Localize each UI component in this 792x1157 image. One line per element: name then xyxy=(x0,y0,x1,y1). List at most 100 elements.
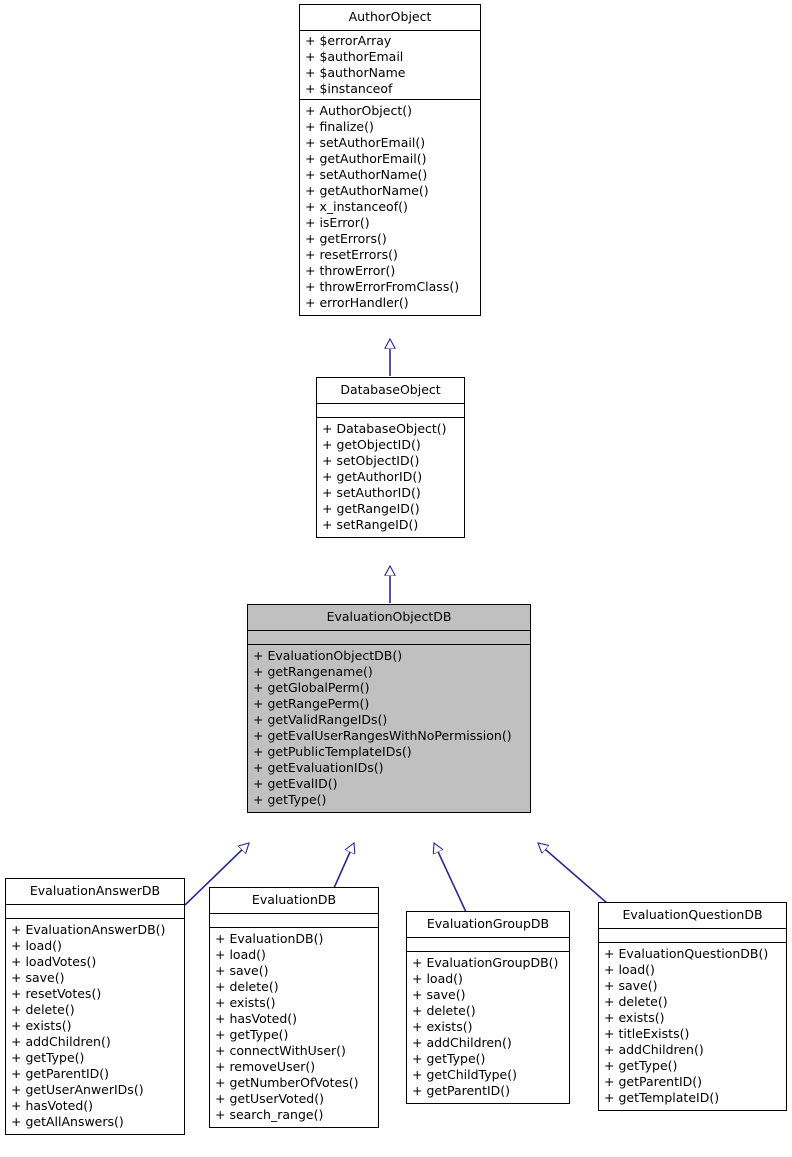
attribute-row: + $errorArray xyxy=(305,32,392,48)
operation-row: + getUserVoted() xyxy=(215,1090,324,1106)
operation-row: + getRangename() xyxy=(253,663,373,679)
operation-row: + getAuthorID() xyxy=(322,468,423,484)
class-operations-authorobject: + AuthorObject() + finalize() + setAutho… xyxy=(300,100,480,315)
operation-row: + getType() xyxy=(253,791,327,807)
operation-row: + search_range() xyxy=(215,1106,324,1122)
operation-row: + AuthorObject() xyxy=(305,102,412,118)
class-box-evaluationanswerdb[interactable]: EvaluationAnswerDB + EvaluationAnswerDB(… xyxy=(5,878,185,1135)
operation-row: + load() xyxy=(215,946,266,962)
class-title-evaluationquestiondb: EvaluationQuestionDB xyxy=(599,903,786,929)
class-attributes-evaluationdb xyxy=(210,914,378,928)
operation-row: + addChildren() xyxy=(11,1033,111,1049)
operation-row: + setRangeID() xyxy=(322,516,419,532)
operation-row: + throwErrorFromClass() xyxy=(305,278,460,294)
operation-row: + removeUser() xyxy=(215,1058,316,1074)
class-operations-evaluationdb: + EvaluationDB() + load() + save() + del… xyxy=(210,928,378,1127)
operation-row: + getValidRangeIDs() xyxy=(253,711,388,727)
class-attributes-evaluationquestiondb xyxy=(599,929,786,943)
operation-row: + delete() xyxy=(215,978,279,994)
operation-row: + load() xyxy=(412,970,463,986)
operation-row: + DatabaseObject() xyxy=(322,420,447,436)
operation-row: + delete() xyxy=(11,1001,75,1017)
operation-row: + getPublicTemplateIDs() xyxy=(253,743,412,759)
class-operations-databaseobject: + DatabaseObject() + getObjectID() + set… xyxy=(317,418,464,537)
operation-row: + exists() xyxy=(604,1009,665,1025)
operation-row: + setObjectID() xyxy=(322,452,420,468)
operation-row: + hasVoted() xyxy=(215,1010,298,1026)
operation-row: + EvaluationQuestionDB() xyxy=(604,945,769,961)
class-attributes-evaluationobjectdb xyxy=(248,631,530,645)
class-box-evaluationobjectdb[interactable]: EvaluationObjectDB + EvaluationObjectDB(… xyxy=(247,604,531,813)
operation-row: + getParentID() xyxy=(604,1073,703,1089)
operation-row: + getAuthorEmail() xyxy=(305,150,427,166)
operation-row: + getType() xyxy=(215,1026,289,1042)
operation-row: + save() xyxy=(11,969,65,985)
operation-row: + titleExists() xyxy=(604,1025,690,1041)
operation-row: + setAuthorEmail() xyxy=(305,134,426,150)
operation-row: + hasVoted() xyxy=(11,1097,94,1113)
operation-row: + exists() xyxy=(11,1017,72,1033)
class-attributes-authorobject: + $errorArray + $authorEmail + $authorNa… xyxy=(300,31,480,100)
class-operations-evaluationgroupdb: + EvaluationGroupDB() + load() + save() … xyxy=(407,952,569,1103)
operation-row: + load() xyxy=(604,961,655,977)
operation-row: + addChildren() xyxy=(412,1034,512,1050)
operation-row: + getEvalID() xyxy=(253,775,338,791)
operation-row: + setAuthorID() xyxy=(322,484,421,500)
class-box-evaluationdb[interactable]: EvaluationDB + EvaluationDB() + load() +… xyxy=(209,887,379,1128)
operation-row: + getNumberOfVotes() xyxy=(215,1074,359,1090)
operation-row: + getRangeID() xyxy=(322,500,420,516)
operation-row: + getObjectID() xyxy=(322,436,421,452)
class-box-evaluationquestiondb[interactable]: EvaluationQuestionDB + EvaluationQuestio… xyxy=(598,902,787,1111)
operation-row: + EvaluationDB() xyxy=(215,930,324,946)
class-title-databaseobject: DatabaseObject xyxy=(317,378,464,404)
operation-row: + resetErrors() xyxy=(305,246,398,262)
class-attributes-databaseobject xyxy=(317,404,464,418)
operation-row: + getChildType() xyxy=(412,1066,517,1082)
class-operations-evaluationquestiondb: + EvaluationQuestionDB() + load() + save… xyxy=(599,943,786,1110)
class-box-evaluationgroupdb[interactable]: EvaluationGroupDB + EvaluationGroupDB() … xyxy=(406,911,570,1104)
operation-row: + exists() xyxy=(215,994,276,1010)
class-attributes-evaluationgroupdb xyxy=(407,938,569,952)
operation-row: + delete() xyxy=(412,1002,476,1018)
class-title-evaluationgroupdb: EvaluationGroupDB xyxy=(407,912,569,938)
operation-row: + getAllAnswers() xyxy=(11,1113,124,1129)
operation-row: + getEvalUserRangesWithNoPermission() xyxy=(253,727,512,743)
attribute-row: + $authorName xyxy=(305,64,406,80)
operation-row: + EvaluationGroupDB() xyxy=(412,954,559,970)
operation-row: + getRangePerm() xyxy=(253,695,370,711)
operation-row: + load() xyxy=(11,937,62,953)
class-operations-evaluationanswerdb: + EvaluationAnswerDB() + load() + loadVo… xyxy=(6,919,184,1134)
operation-row: + connectWithUser() xyxy=(215,1042,346,1058)
operation-row: + EvaluationObjectDB() xyxy=(253,647,403,663)
class-title-authorobject: AuthorObject xyxy=(300,5,480,31)
class-box-authorobject[interactable]: AuthorObject + $errorArray + $authorEmai… xyxy=(299,4,481,316)
operation-row: + getTemplateID() xyxy=(604,1089,720,1105)
class-attributes-evaluationanswerdb xyxy=(6,905,184,919)
operation-row: + getEvaluationIDs() xyxy=(253,759,384,775)
class-operations-evaluationobjectdb: + EvaluationObjectDB() + getRangename() … xyxy=(248,645,530,812)
class-title-evaluationanswerdb: EvaluationAnswerDB xyxy=(6,879,184,905)
operation-row: + x_instanceof() xyxy=(305,198,408,214)
operation-row: + getParentID() xyxy=(11,1065,110,1081)
edge-evaluationdb-to-evaluationobjectdb xyxy=(333,843,354,889)
attribute-row: + $authorEmail xyxy=(305,48,404,64)
operation-row: + throwError() xyxy=(305,262,396,278)
operation-row: + save() xyxy=(215,962,269,978)
operation-row: + getAuthorName() xyxy=(305,182,429,198)
class-title-evaluationdb: EvaluationDB xyxy=(210,888,378,914)
operation-row: + EvaluationAnswerDB() xyxy=(11,921,166,937)
attribute-row: + $instanceof xyxy=(305,80,393,96)
class-box-databaseobject[interactable]: DatabaseObject + DatabaseObject() + getO… xyxy=(316,377,465,538)
operation-row: + loadVotes() xyxy=(11,953,97,969)
operation-row: + getGlobalPerm() xyxy=(253,679,370,695)
edge-evaluationgroupdb-to-evaluationobjectdb xyxy=(434,843,467,913)
operation-row: + getErrors() xyxy=(305,230,387,246)
operation-row: + getType() xyxy=(11,1049,85,1065)
operation-row: + errorHandler() xyxy=(305,294,409,310)
operation-row: + getType() xyxy=(412,1050,486,1066)
operation-row: + getParentID() xyxy=(412,1082,511,1098)
operation-row: + getType() xyxy=(604,1057,678,1073)
edge-evaluationquestiondb-to-evaluationobjectdb xyxy=(538,843,608,904)
operation-row: + getUserAnwerIDs() xyxy=(11,1081,144,1097)
